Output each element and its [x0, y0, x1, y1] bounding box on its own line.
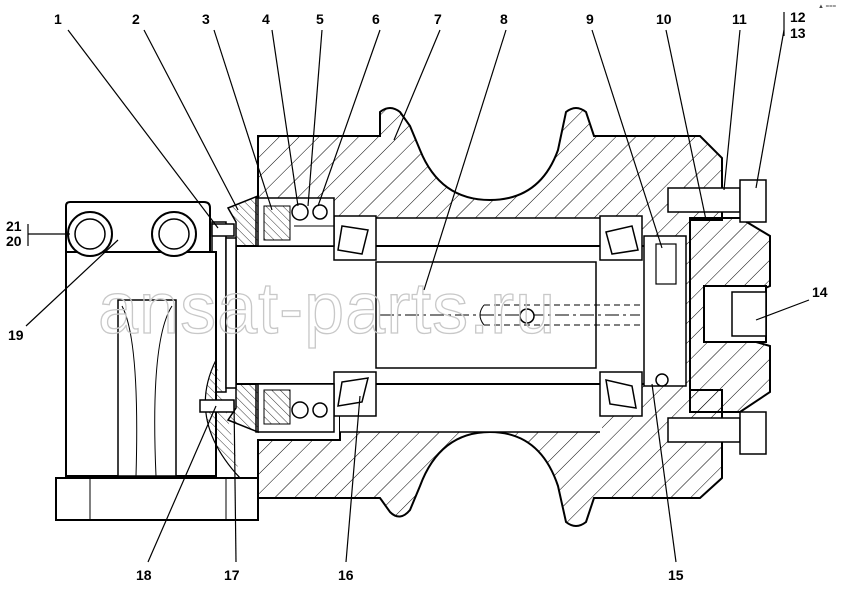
callout-6: 6	[372, 11, 380, 27]
callout-labels: 1 2 3 4 5 6 7 8 9 10 11 12 13 14 15 16 1…	[6, 9, 828, 583]
left-seal-group	[255, 197, 335, 433]
callout-21: 21	[6, 218, 22, 234]
callout-4: 4	[262, 11, 270, 27]
left-bearing	[333, 215, 377, 417]
watermark-text: ansat-parts.ru	[98, 269, 556, 349]
callout-15: 15	[668, 567, 684, 583]
callout-5: 5	[316, 11, 324, 27]
callout-1: 1	[54, 11, 62, 27]
callout-10: 10	[656, 11, 672, 27]
callout-14: 14	[812, 284, 828, 300]
callout-13: 13	[790, 25, 806, 41]
callout-20: 20	[6, 233, 22, 249]
callout-12: 12	[790, 9, 806, 25]
callout-7: 7	[434, 11, 442, 27]
callout-3: 3	[202, 11, 210, 27]
callout-16: 16	[338, 567, 354, 583]
callout-11: 11	[732, 11, 747, 27]
right-bearing	[599, 215, 643, 417]
callout-17: 17	[224, 567, 240, 583]
callout-8: 8	[500, 11, 508, 27]
callout-9: 9	[586, 11, 594, 27]
end-cover	[643, 179, 771, 455]
callout-18: 18	[136, 567, 152, 583]
corner-mark: ▲ ===	[818, 4, 837, 10]
callout-19: 19	[8, 327, 24, 343]
leader-lines	[25, 12, 810, 563]
callout-2: 2	[132, 11, 140, 27]
